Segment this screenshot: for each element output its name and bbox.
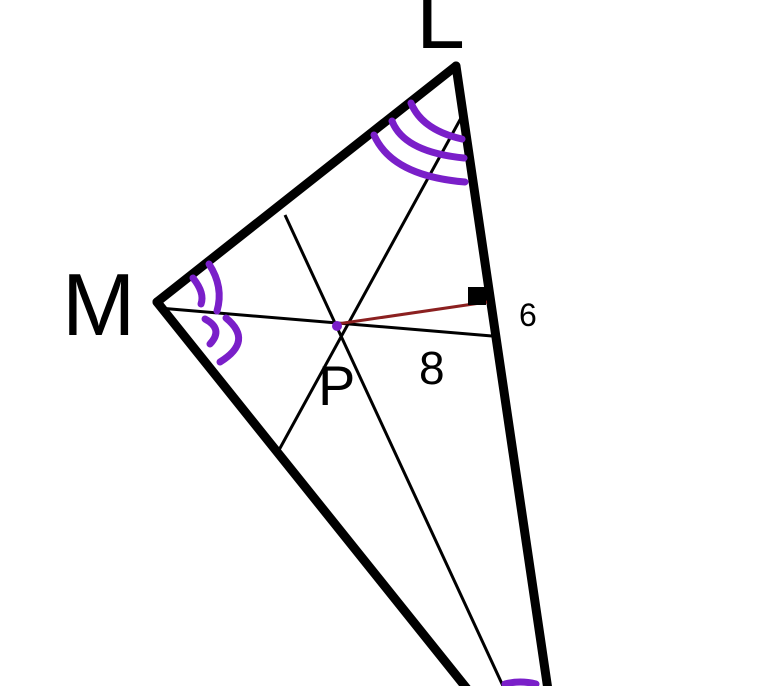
side-l-bottom <box>451 61 552 686</box>
incenter-label-p: P <box>318 354 355 417</box>
vertex-label-m: M <box>62 255 135 354</box>
vertex-label-l: L <box>416 0 465 67</box>
side-value-label: 6 <box>519 297 537 333</box>
segment-value-label: 8 <box>419 342 445 394</box>
perpendicular-segment <box>336 300 488 326</box>
angle-marks-m <box>189 260 243 366</box>
bisector-to-bottom-vertex <box>283 214 505 686</box>
angle-marks-l <box>370 99 469 186</box>
right-angle-marker <box>468 287 486 305</box>
angle-mark-bottom <box>501 678 540 686</box>
side-m-bottom <box>152 297 471 686</box>
incenter-point <box>332 321 342 331</box>
